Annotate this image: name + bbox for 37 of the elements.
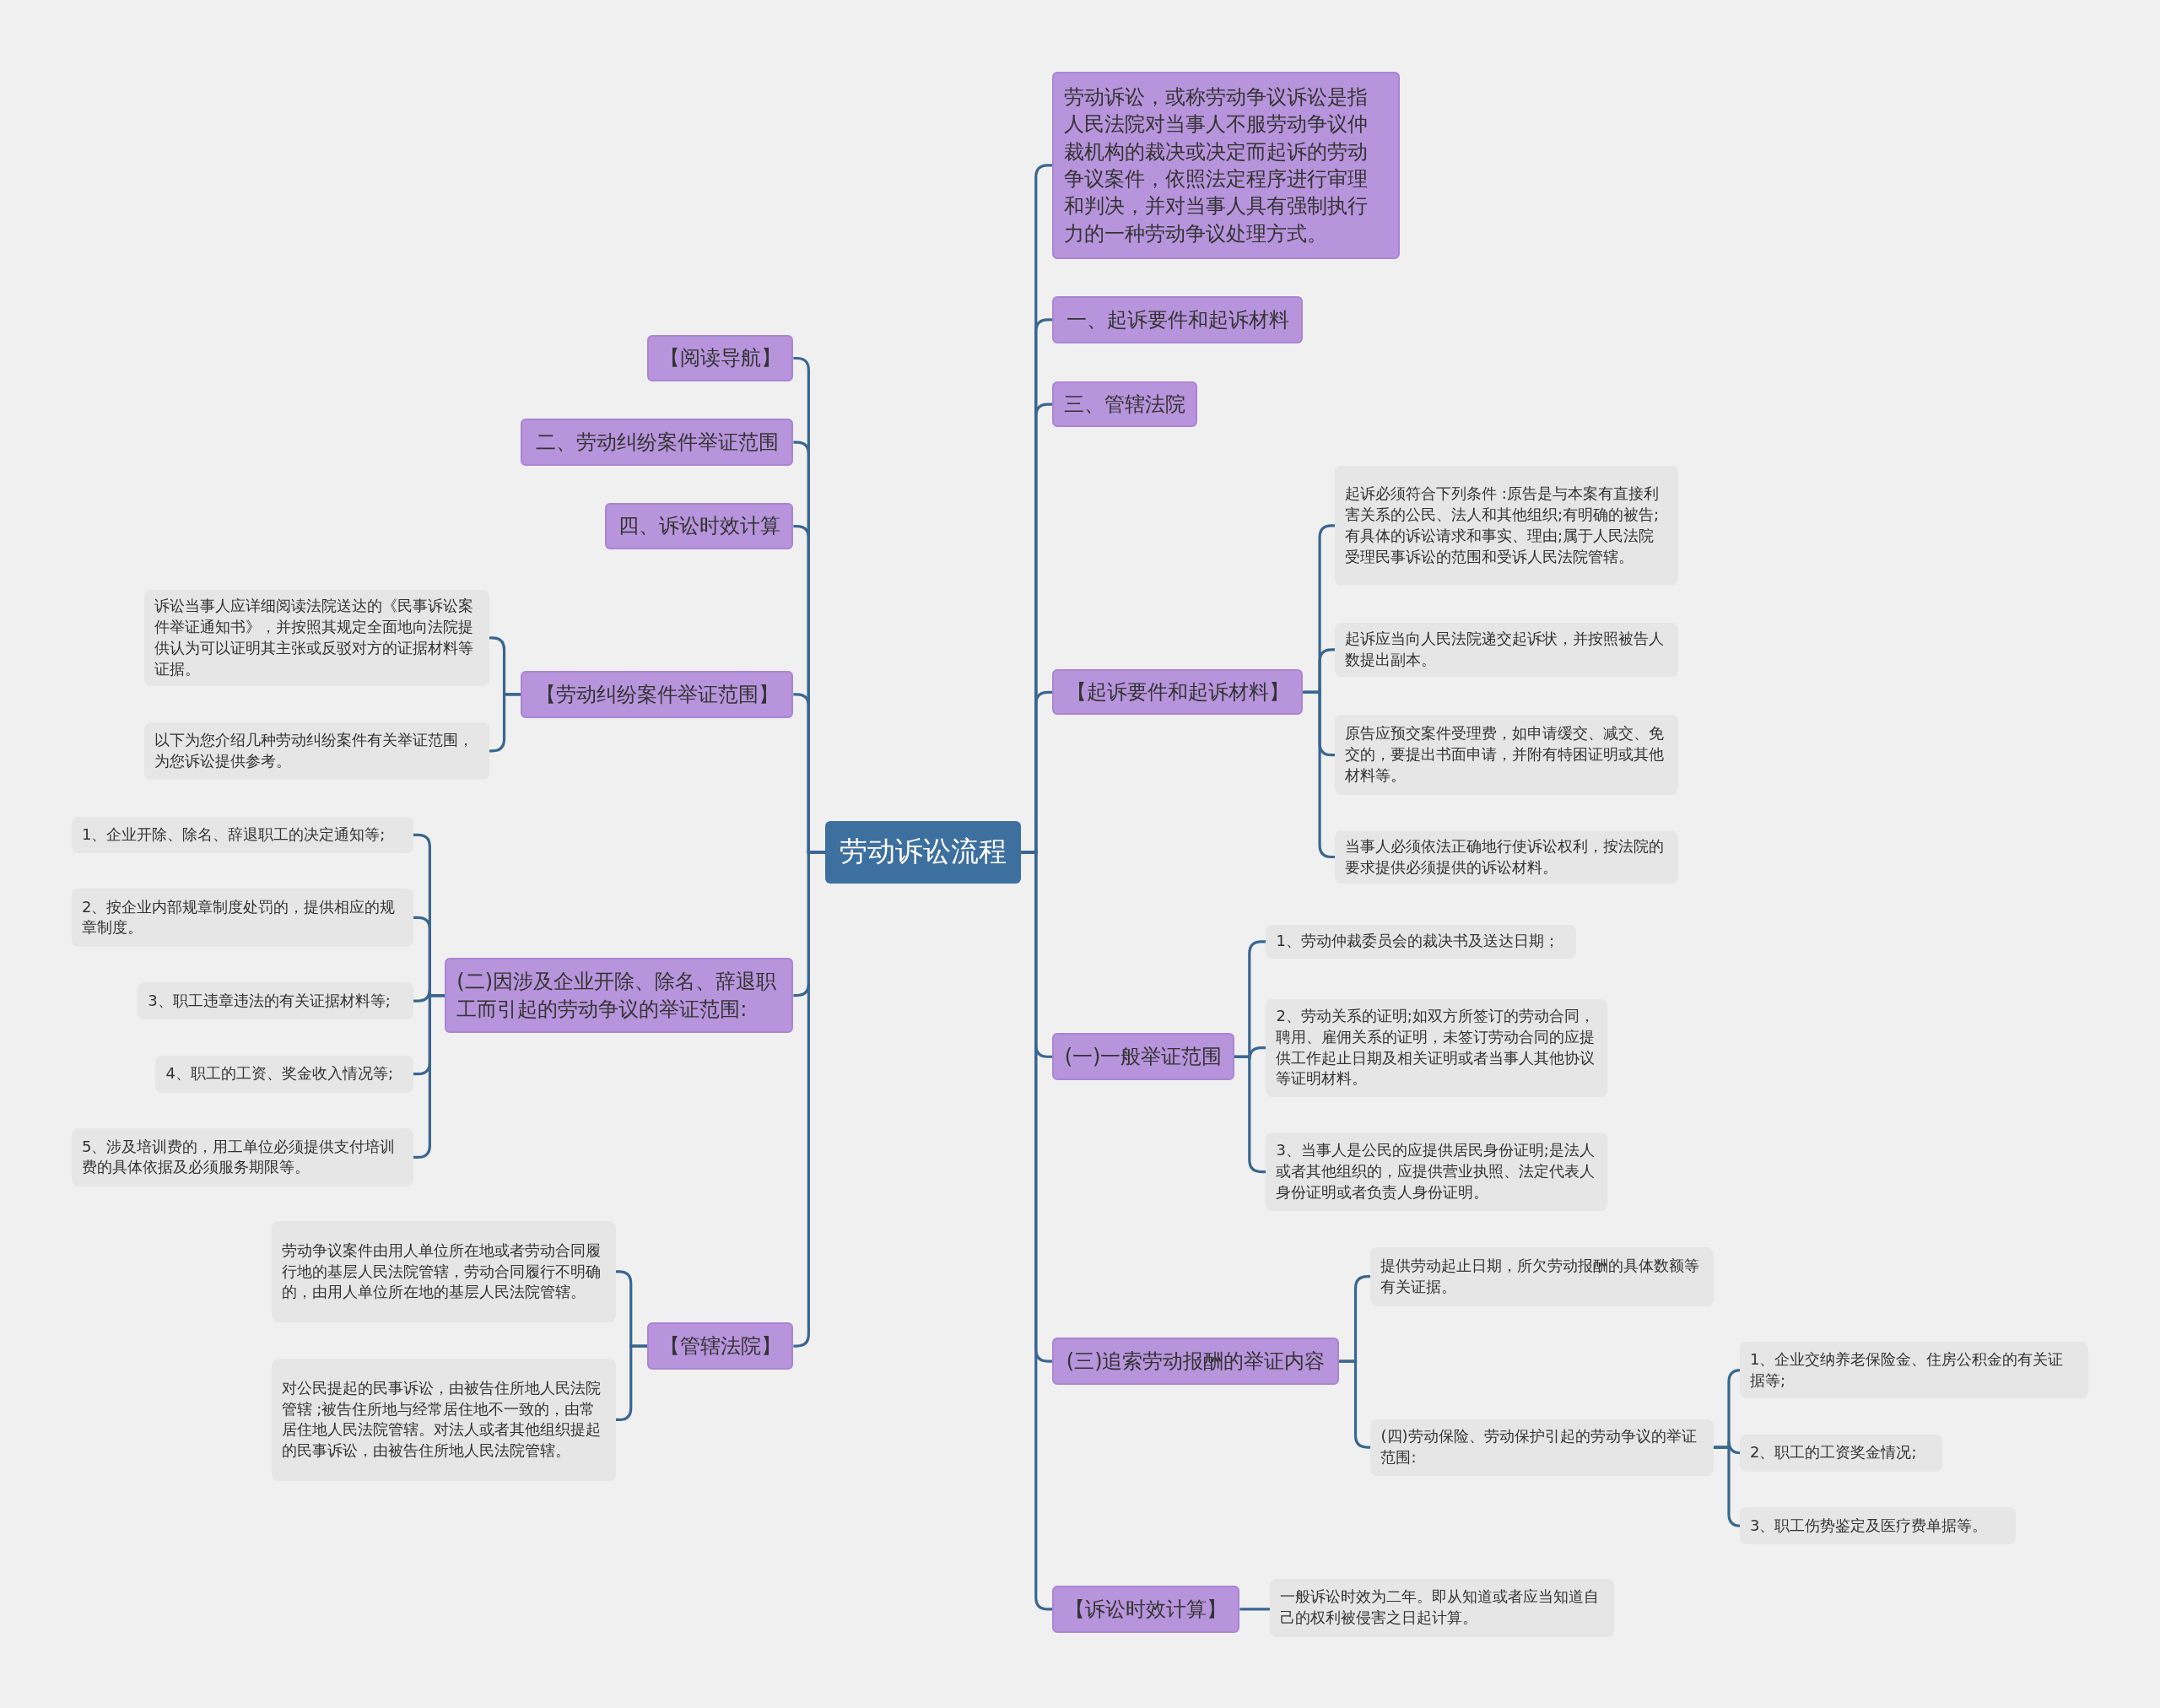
note-box: 3、职工违章违法的有关证据材料等; (138, 982, 413, 1020)
topic-box: 【起诉要件和起诉材料】 (1052, 669, 1304, 716)
connector (1239, 1608, 1271, 1611)
topic-box: 【管辖法院】 (647, 1322, 794, 1370)
note-box: 当事人必须依法正确地行使诉讼权利，按法院的要求提供必须提供的诉讼材料。 (1335, 830, 1678, 884)
note-box: 一般诉讼时效为二年。即从知道或者应当知道自己的权利被侵害之日起计算。 (1270, 1579, 1615, 1637)
note-box: 对公民提起的民事诉讼，由被告住所地人民法院管辖 ;被告住所地与经常居住地不一致的，由常居住地人民法院管辖。对法人或者其他组织提起的民事诉讼，由被告住所地人民法院管辖。 (271, 1358, 616, 1482)
note-box: 起诉必须符合下列条件 :原告是与本案有直接利害关系的公民、法人和其他组织;有明确的被告;有具体的诉讼请求和事实、理由;属于人民法院受理民事诉讼的范围和受诉人民法院管辖。 (1335, 465, 1678, 586)
note-box: 1、企业开除、除名、辞退职工的决定通知等; (71, 817, 413, 853)
topic-box: 四、诉讼时效计算 (604, 502, 794, 550)
note-box: (四)劳动保险、劳动保护引起的劳动争议的举证范围: (1370, 1419, 1714, 1476)
topic-box: 【诉讼时效计算】 (1052, 1586, 1240, 1633)
topic-box: 【阅读导航】 (647, 334, 794, 382)
note-box: 5、涉及培训费的，用工单位必须提供支付培训费的具体依据及必须服务期限等。 (71, 1128, 413, 1186)
note-box: 2、劳动关系的证明;如双方所签订的劳动合同，聘用、雇佣关系的证明，未签订劳动合同的应提供工作起止日期及相关证明或者当事人其他协议等证明材料。 (1266, 998, 1608, 1097)
note-box: 3、当事人是公民的应提供居民身份证明;是法人或者其他组织的，应提供营业执照、法定代表人身份证明或者负责人身份证明。 (1266, 1132, 1608, 1212)
note-box: 原告应预交案件受理费，如申请缓交、减交、免交的，要提出书面申请，并附有特困证明或其他材料等。 (1335, 715, 1678, 796)
note-box: 4、职工的工资、奖金收入情况等; (155, 1055, 413, 1093)
topic-box: 二、劳动纠纷案件举证范围 (521, 419, 794, 466)
topic-box: 劳动诉讼，或称劳动争议诉讼是指人民法院对当事人不服劳动争议仲裁机构的裁决或决定而起诉的劳动争议案件，依照法定程序进行审理和判决，并对当事人具有强制执行力的一种劳动争议处理方式。 (1052, 71, 1400, 259)
note-box: 2、职工的工资奖金情况; (1740, 1434, 1943, 1472)
note-box: 2、按企业内部规章制度处罚的，提供相应的规章制度。 (71, 889, 413, 947)
topic-box: (三)追索劳动报酬的举证内容 (1052, 1338, 1339, 1385)
note-box: 劳动争议案件由用人单位所在地或者劳动合同履行地的基层人民法院管辖，劳动合同履行不明确的，由用人单位所在地的基层人民法院管辖。 (271, 1220, 616, 1323)
topic-box: 【劳动纠纷案件举证范围】 (521, 671, 794, 718)
topic-box: 三、管辖法院 (1052, 381, 1197, 428)
note-box: 1、企业交纳养老保险金、住房公积金的有关证据等; (1740, 1342, 2089, 1399)
note-box: 1、劳动仲裁委员会的裁决书及送达日期； (1266, 924, 1576, 959)
central-topic-box: 劳动诉讼流程 (824, 821, 1021, 884)
note-box: 提供劳动起止日期，所欠劳动报酬的具体数额等有关证据。 (1370, 1246, 1714, 1306)
topic-box: 一、起诉要件和起诉材料 (1052, 296, 1304, 343)
note-box: 起诉应当向人民法院递交起诉状，并按照被告人数提出副本。 (1335, 622, 1678, 677)
note-box: 以下为您介绍几种劳动纠纷案件有关举证范围，为您诉讼提供参考。 (144, 722, 489, 781)
note-box: 3、职工伤势鉴定及医疗费单据等。 (1740, 1507, 2016, 1545)
note-box: 诉讼当事人应详细阅读法院送达的《民事诉讼案件举证通知书》，并按照其规定全面地向法院提供认为可以证明其主张或反驳对方的证据材料等证据。 (144, 589, 489, 687)
topic-box: (二)因涉及企业开除、除名、辞退职工而引起的劳动争议的举证范围: (445, 957, 794, 1034)
topic-box: (一)一般举证范围 (1052, 1033, 1234, 1080)
